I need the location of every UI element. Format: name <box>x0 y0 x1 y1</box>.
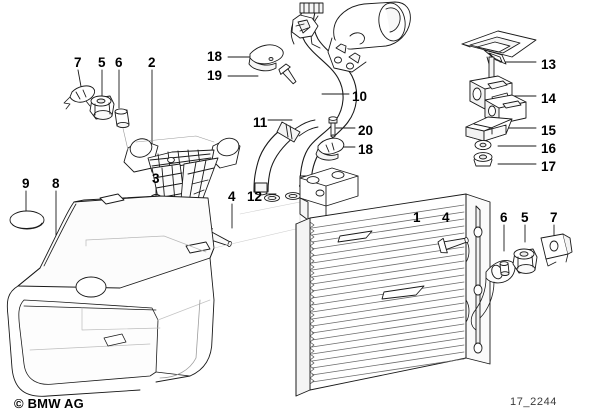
callout-1: 1 <box>413 210 421 225</box>
part-16-washer <box>474 139 492 151</box>
copyright-notice: © BMW AG <box>14 396 84 411</box>
part-7-retaining-clip-right <box>540 233 573 267</box>
callout-18-top: 18 <box>207 49 223 64</box>
callout-8: 8 <box>52 176 60 191</box>
part-9-oval-seal <box>9 210 45 230</box>
callout-4-center: 4 <box>228 189 236 204</box>
part-5-rubber-bushing-right <box>512 248 538 274</box>
callout-11: 11 <box>253 115 268 130</box>
callout-5-right: 5 <box>521 210 529 225</box>
callout-7-left: 7 <box>74 55 82 70</box>
callout-9: 9 <box>22 176 30 191</box>
callout-5-left: 5 <box>98 55 106 70</box>
callout-18-lower: 18 <box>358 142 374 157</box>
part-6-sleeve-spacer-right <box>499 261 510 276</box>
callout-7-right: 7 <box>550 210 558 225</box>
part-15-lower-cradle <box>465 116 513 142</box>
part-18-hose-clip-top <box>248 44 284 72</box>
radiator-upper-tank <box>299 167 359 221</box>
callout-13: 13 <box>541 57 557 72</box>
part-18-hose-clip-lower <box>315 137 345 161</box>
part-1-radiator-core <box>295 193 516 397</box>
callout-15: 15 <box>541 123 557 138</box>
callout-17: 17 <box>541 159 557 174</box>
part-14-rubber-mount-block <box>469 75 527 125</box>
callout-16: 16 <box>541 141 557 156</box>
diagram-code: 17_2244 <box>510 396 558 408</box>
callout-3: 3 <box>152 171 160 186</box>
part-6-sleeve-spacer-left <box>114 108 130 129</box>
callout-2: 2 <box>148 55 156 70</box>
callout-14: 14 <box>541 91 557 106</box>
callout-12: 12 <box>247 189 263 204</box>
part-8-air-duct <box>6 193 215 397</box>
part-19-clip-screw <box>278 63 297 85</box>
part-20-mount-bolt <box>328 116 338 138</box>
callout-20: 20 <box>358 123 374 138</box>
part-17-nut <box>473 152 493 167</box>
power-steering-pump <box>290 1 411 73</box>
part-11-lower-hose <box>253 119 319 196</box>
part-13-upper-mount-plate <box>461 30 537 65</box>
callout-6-left: 6 <box>115 55 123 70</box>
part-7-retaining-clip-left <box>63 85 96 110</box>
callout-19: 19 <box>207 68 223 83</box>
callout-4-right: 4 <box>442 210 450 225</box>
part-5-rubber-bushing-left <box>89 95 115 120</box>
callout-10: 10 <box>352 89 368 104</box>
callout-6-right: 6 <box>500 210 508 225</box>
